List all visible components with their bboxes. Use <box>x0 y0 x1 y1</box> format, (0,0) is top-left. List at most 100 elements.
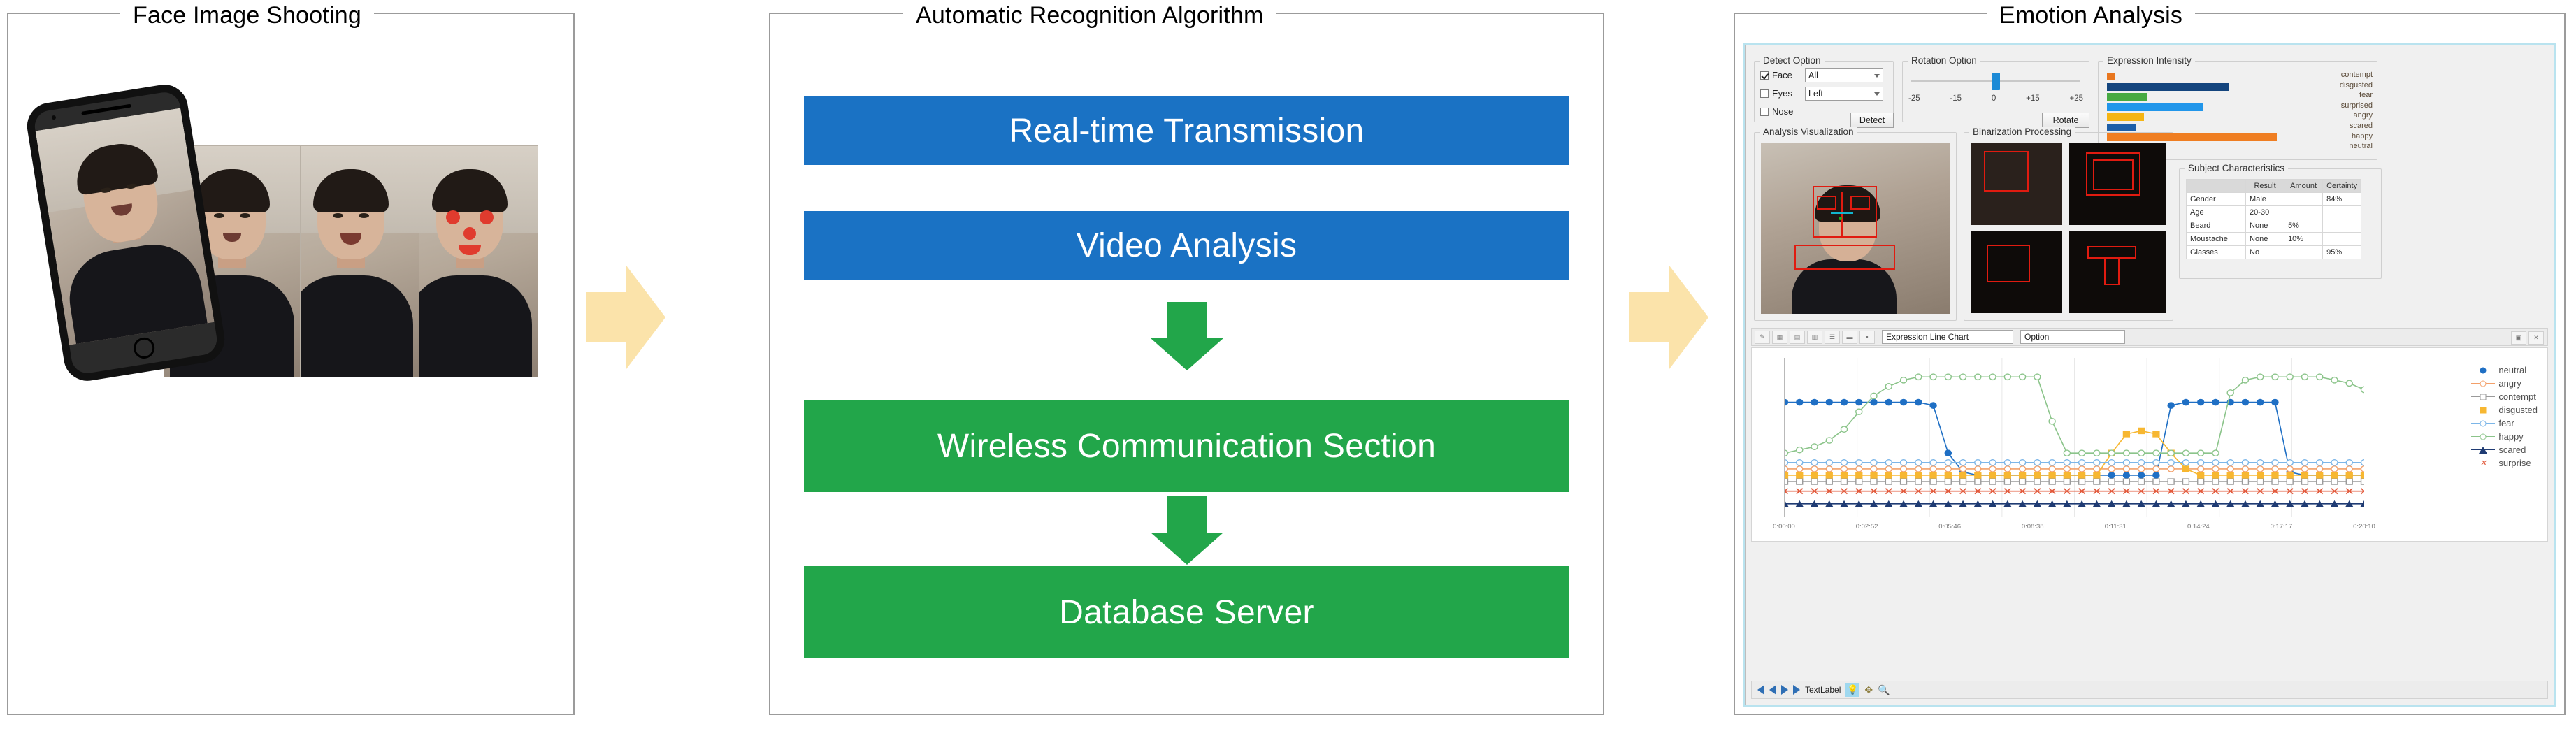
detect-row-nose[interactable]: Nose <box>1760 106 1793 117</box>
checkbox-eyes[interactable] <box>1760 89 1769 98</box>
data-point <box>1930 374 1936 380</box>
data-point <box>2346 472 2352 478</box>
data-point <box>2094 489 2100 494</box>
data-point <box>2257 460 2264 465</box>
group-detect-option: Detect Option Face All Eyes Left <box>1754 55 1894 122</box>
data-point <box>1945 460 1951 465</box>
data-point <box>2346 380 2352 386</box>
eye-bounding-box-left <box>1817 196 1836 210</box>
legend-item-angry[interactable]: angry <box>2471 377 2538 390</box>
maximize-icon[interactable]: ▣ <box>2511 331 2526 345</box>
edit-icon[interactable]: ✎ <box>1755 330 1770 344</box>
tick-minus-25: -25 <box>1908 94 1920 103</box>
bar-icon[interactable]: ▬ <box>1842 330 1857 344</box>
checkbox-face[interactable] <box>1760 71 1769 80</box>
detect-row-eyes[interactable]: Eyes <box>1760 88 1792 99</box>
next-record-icon[interactable] <box>1781 685 1788 695</box>
last-record-icon[interactable] <box>1793 685 1800 695</box>
legend-item-happy[interactable]: happy <box>2471 430 2538 443</box>
data-point <box>1930 466 1936 472</box>
phone-home-button[interactable] <box>131 335 157 361</box>
table-icon[interactable]: ▦ <box>1772 330 1787 344</box>
data-point <box>2092 500 2101 507</box>
data-point <box>2166 500 2175 507</box>
data-point <box>2361 472 2364 478</box>
data-point <box>2108 450 2115 456</box>
columns-icon[interactable]: ▥ <box>1807 330 1822 344</box>
grid-icon[interactable]: ▤ <box>1790 330 1805 344</box>
data-point <box>2198 472 2204 478</box>
legend-item-scared[interactable]: scared <box>2471 443 2538 456</box>
detect-row-face[interactable]: Face <box>1760 70 1792 80</box>
data-point <box>2227 472 2233 478</box>
list-icon[interactable]: ☰ <box>1825 330 1840 344</box>
zoom-icon[interactable]: 🔍 <box>1878 684 1890 695</box>
arrow-head <box>1669 266 1708 369</box>
data-point <box>2257 472 2264 478</box>
legend-item-surprise[interactable]: ✕surprise <box>2471 456 2538 470</box>
data-point <box>1901 377 1907 383</box>
rotate-button[interactable]: Rotate <box>2042 113 2089 128</box>
step-real-time-transmission[interactable]: Real-time Transmission <box>804 96 1569 165</box>
rotate-button-label: Rotate <box>2052 115 2079 125</box>
select-face-mode[interactable]: All <box>1805 68 1883 82</box>
data-point <box>2198 489 2204 494</box>
close-icon[interactable]: ✕ <box>2528 331 2544 345</box>
step-wireless-communication-section[interactable]: Wireless Communication Section <box>804 400 1569 492</box>
hint-bulb-icon[interactable]: 💡 <box>1845 683 1860 697</box>
data-point <box>1785 399 1788 405</box>
data-point <box>2123 466 2129 472</box>
x-tick-label: 0:00:00 <box>1773 523 1795 530</box>
face-eye-right <box>359 212 369 218</box>
select-eyes-mode[interactable]: Left <box>1805 87 1883 101</box>
data-point <box>1856 472 1862 478</box>
legend-item-disgusted[interactable]: disgusted <box>2471 403 2538 417</box>
first-record-icon[interactable] <box>1757 685 1764 695</box>
legend-item-contempt[interactable]: contempt <box>2471 390 2538 403</box>
checkbox-nose[interactable] <box>1760 107 1769 116</box>
data-point <box>2243 489 2249 494</box>
rotation-slider-thumb[interactable] <box>1992 73 2000 90</box>
cell-amount: 5% <box>2284 219 2324 233</box>
data-point <box>2079 460 2085 465</box>
data-point <box>2257 374 2264 380</box>
detection-box <box>1987 245 2030 282</box>
group-title-subject-characteristics: Subject Characteristics <box>2185 163 2289 173</box>
detect-button[interactable]: Detect <box>1850 113 1894 128</box>
data-point <box>2287 374 2293 380</box>
data-point <box>1811 444 1818 449</box>
pan-icon[interactable]: ✥ <box>1864 684 1873 695</box>
face-body <box>408 275 532 377</box>
dot-icon[interactable]: ▪ <box>1859 330 1875 344</box>
intensity-label-angry: angry <box>2353 111 2373 120</box>
step-video-analysis[interactable]: Video Analysis <box>804 211 1569 280</box>
column-header-result: Result <box>2245 179 2285 193</box>
step-label: Video Analysis <box>1076 226 1297 264</box>
data-point <box>1785 460 1788 465</box>
phone-power-button[interactable] <box>34 191 43 220</box>
data-point <box>2138 460 2145 465</box>
phone-volume-button[interactable] <box>29 166 37 186</box>
face-mouth <box>223 233 241 243</box>
data-point <box>2138 428 2145 433</box>
detection-box-stem <box>2104 257 2120 285</box>
legend-item-neutral[interactable]: neutral <box>2471 363 2538 377</box>
data-point <box>1960 479 1966 484</box>
data-point <box>2182 479 2189 484</box>
intensity-label-scared: scared <box>2349 121 2373 130</box>
data-point <box>2242 377 2248 383</box>
select-option[interactable]: Option <box>2020 330 2125 344</box>
data-point <box>1810 500 1819 507</box>
select-chart-type[interactable]: Expression Line Chart <box>1882 330 2013 344</box>
step-database-server[interactable]: Database Server <box>804 566 1569 658</box>
previous-record-icon[interactable] <box>1769 685 1776 695</box>
legend-item-fear[interactable]: fear <box>2471 417 2538 430</box>
